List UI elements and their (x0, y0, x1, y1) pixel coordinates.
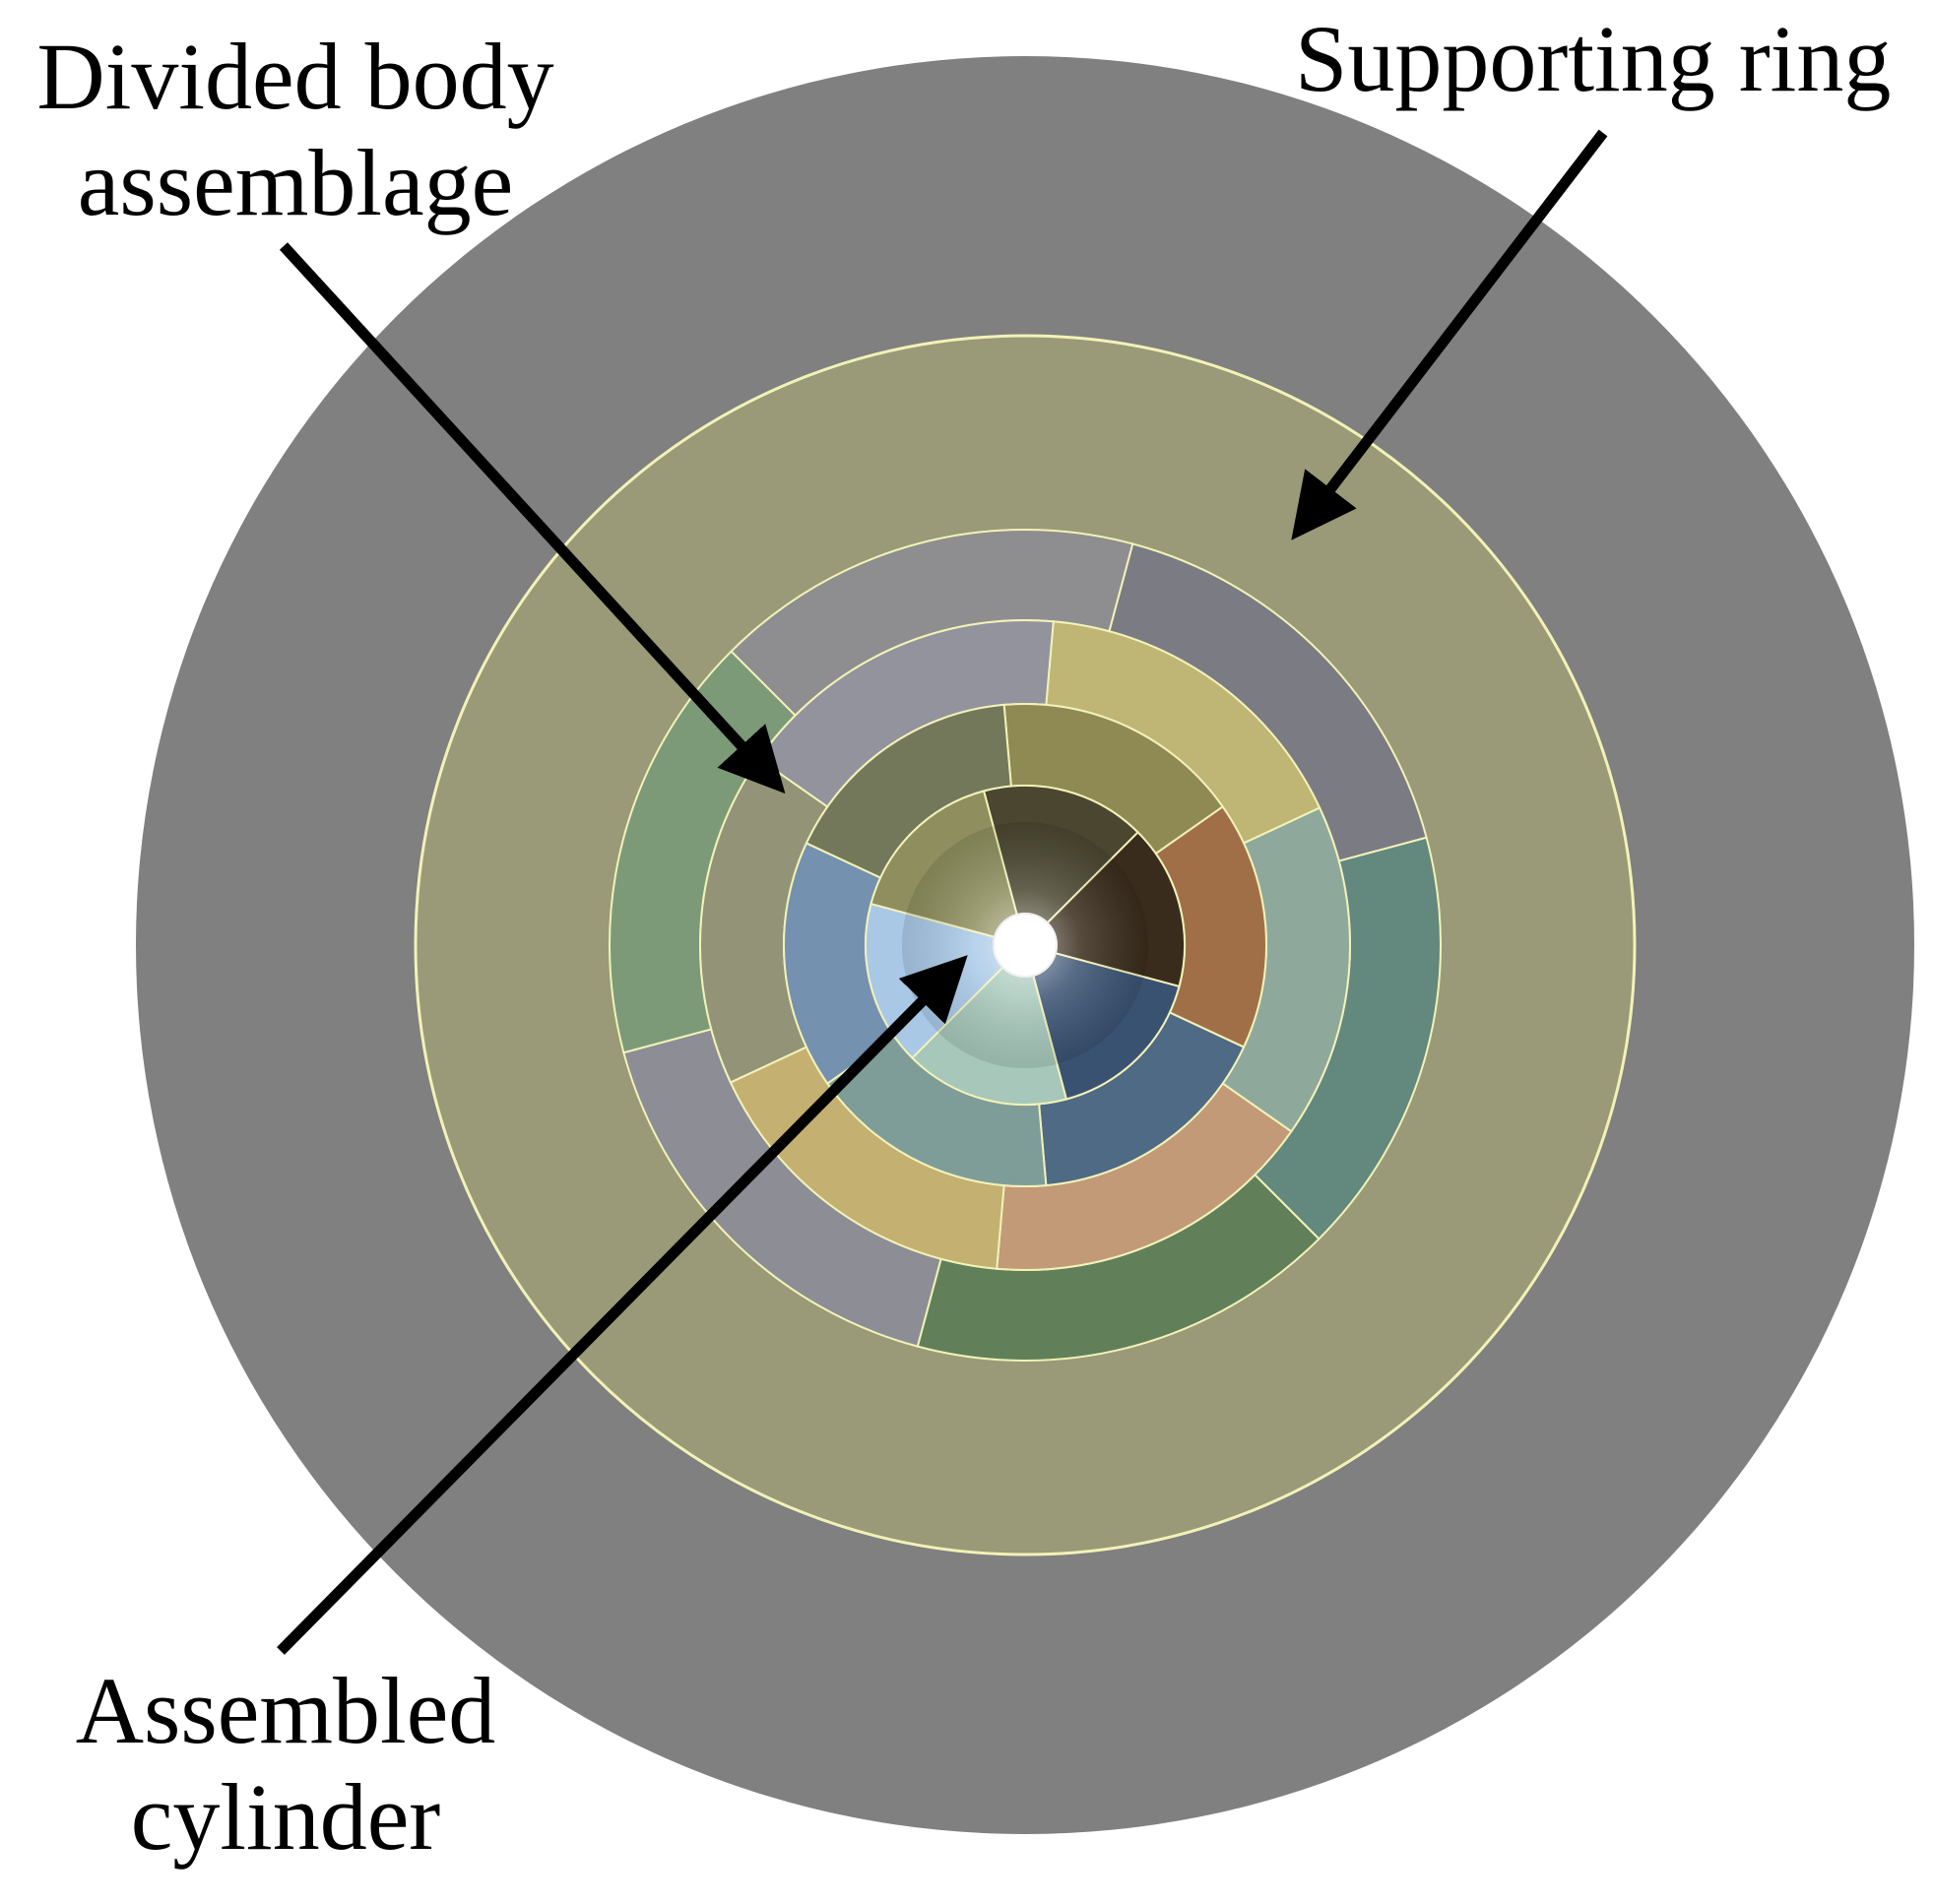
assembled-cylinder-label: Assembled cylinder (39, 1664, 532, 1865)
supporting-ring-label-line1: Supporting ring (1295, 6, 1892, 111)
supporting-ring-arrow (1291, 129, 1608, 540)
divided-body-arrow (279, 242, 786, 794)
assembled-cylinder-arrow (277, 955, 968, 1655)
arrows (277, 129, 1608, 1655)
assembled-cylinder-label-line1: Assembled (75, 1658, 496, 1763)
supporting-ring-label: Supporting ring (1295, 12, 1891, 106)
divided-body-label: Divided body assemblage (10, 30, 581, 230)
divided-body-label-line2: assemblage (77, 130, 514, 235)
center-hole (993, 913, 1058, 978)
divided-body-label-line1: Divided body (36, 24, 554, 129)
assembled-cylinder-label-line2: cylinder (130, 1764, 441, 1870)
